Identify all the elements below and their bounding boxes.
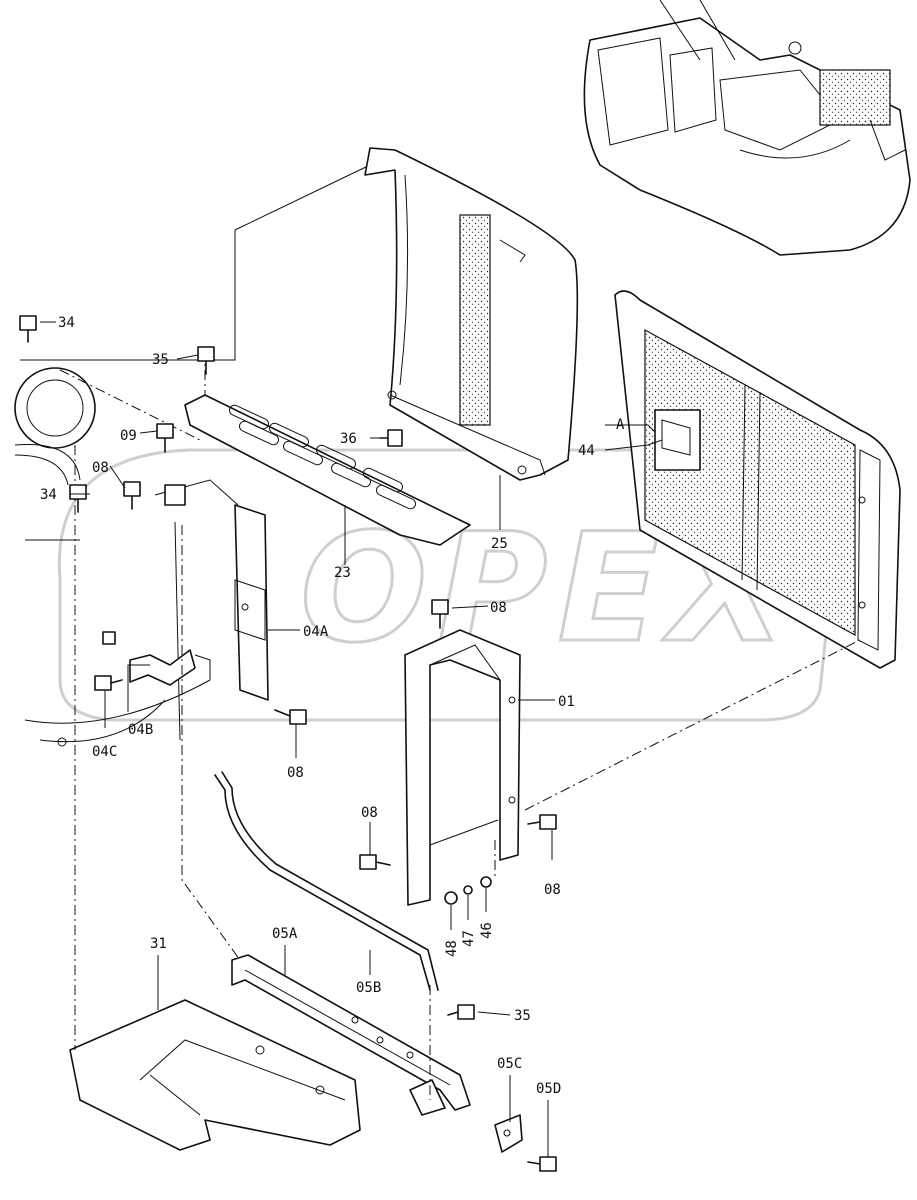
bolt-09 — [156, 423, 174, 453]
leader-lines — [40, 321, 663, 1157]
bolt-34-mid — [69, 484, 87, 513]
bolt-05d — [527, 1156, 557, 1172]
label-08-frame-right: 08 — [544, 882, 561, 898]
bolt-08-bracket — [123, 481, 141, 510]
label-04b: 04B — [128, 722, 153, 738]
label-04c: 04C — [92, 744, 117, 760]
label-48: 48 — [444, 940, 460, 957]
right-side-panel — [614, 290, 901, 669]
bracket-04b — [102, 631, 196, 686]
bolt-34-top — [19, 315, 37, 343]
label-A: A — [616, 417, 625, 433]
label-36: 36 — [340, 431, 357, 447]
label-08-frame-top: 08 — [490, 600, 507, 616]
label-08-left: 08 — [287, 765, 304, 781]
lower-duct-31 — [69, 999, 361, 1151]
bolt-36 — [379, 429, 403, 447]
plate-05c — [494, 1114, 523, 1153]
label-34-mid: 34 — [40, 487, 57, 503]
rod-05b — [214, 771, 439, 991]
label-44: 44 — [578, 443, 595, 459]
radiator-frame-01 — [404, 629, 521, 906]
label-05b: 05B — [356, 980, 381, 996]
label-23: 23 — [334, 565, 351, 581]
base-frame-outline — [14, 164, 371, 747]
bolt-35-top — [197, 346, 215, 375]
bolt-08-frame-top — [431, 599, 449, 629]
label-05d: 05D — [536, 1081, 561, 1097]
bolts — [19, 315, 557, 1172]
label-34-top: 34 — [58, 315, 75, 331]
nut-48 — [444, 891, 458, 905]
washer-47 — [463, 885, 473, 895]
label-08-bracket: 08 — [92, 460, 109, 476]
upper-radiator-shroud — [364, 147, 579, 481]
label-09: 09 — [120, 428, 137, 444]
label-47: 47 — [461, 930, 477, 947]
label-25: 25 — [491, 536, 508, 552]
bolt-08-frame-right — [527, 814, 557, 830]
label-08-frame-left: 08 — [361, 805, 378, 821]
label-46: 46 — [479, 922, 495, 939]
label-35-top: 35 — [152, 352, 169, 368]
label-35-bottom: 35 — [514, 1008, 531, 1024]
label-05a: 05A — [272, 926, 298, 942]
washer-46 — [480, 876, 492, 888]
bolt-08-frame-left — [359, 854, 391, 870]
label-01: 01 — [558, 694, 575, 710]
bracket-04a — [154, 479, 269, 741]
excavator-overview-illustration — [583, 0, 911, 256]
callout-labels: 34 35 09 08 34 36 23 25 A 44 04A 04B 04C… — [40, 315, 625, 1097]
label-04a: 04A — [303, 624, 329, 640]
label-05c: 05C — [497, 1056, 522, 1072]
bolt-35-bottom — [447, 1004, 475, 1020]
support-bar-05a — [231, 954, 471, 1116]
bolt-08-left — [274, 709, 307, 725]
bolt-04c — [94, 675, 123, 691]
label-31: 31 — [150, 936, 167, 952]
